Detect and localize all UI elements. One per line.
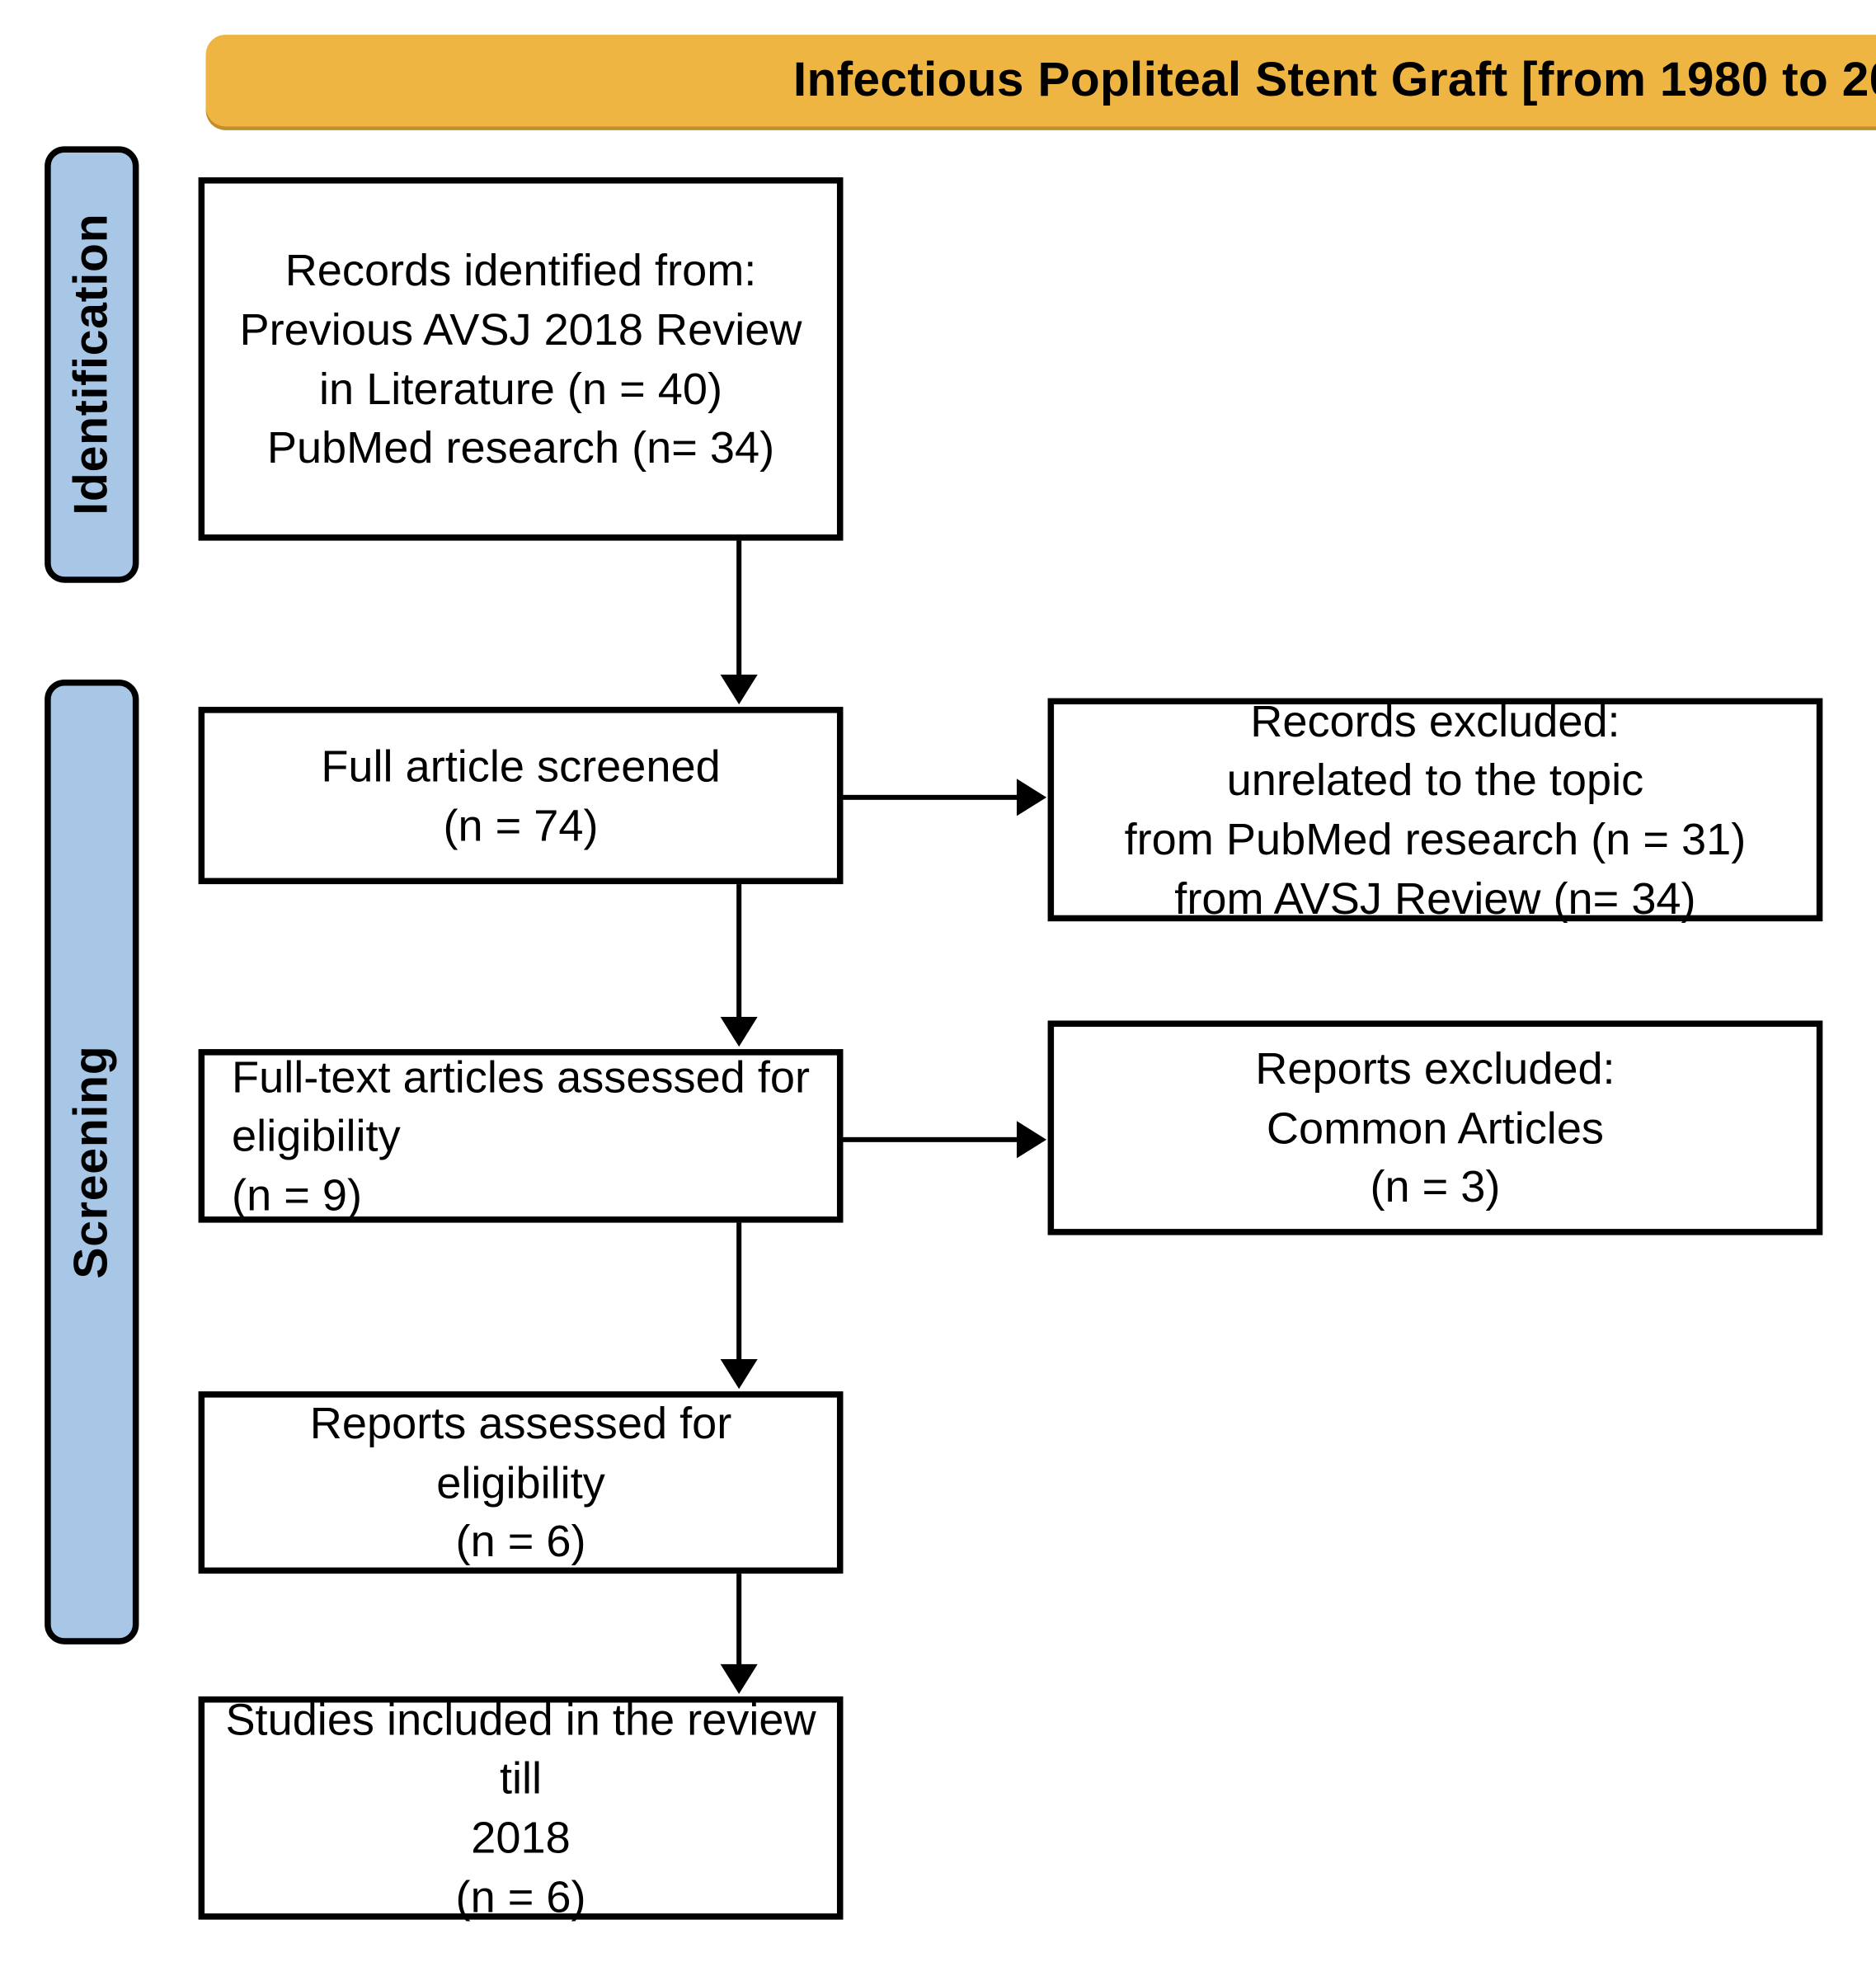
box-records-excluded-text: Records excluded: unrelated to the topic… — [1124, 695, 1747, 924]
box-full-article-screened-text: Full article screened (n = 74) — [321, 740, 721, 850]
arrow-reports-to-included-line — [736, 1574, 742, 1667]
box-full-article-screened: Full article screened (n = 74) — [198, 707, 844, 885]
stage-bar-identification: Identification — [45, 146, 139, 583]
box-fulltext-assessed: Full-text articles assessed for eligibil… — [198, 1049, 844, 1223]
arrow-screened-to-fulltext-line — [736, 884, 742, 1021]
box-fulltext-assessed-text: Full-text articles assessed for eligibil… — [232, 1051, 810, 1221]
arrow-identified-to-screened-line — [736, 540, 742, 677]
box-records-identified-text: Records identified from: Previous AVSJ 2… — [239, 244, 802, 473]
arrow-fulltext-to-excluded-head — [1016, 1121, 1047, 1159]
box-studies-included: Studies included in the review till 2018… — [198, 1694, 844, 1922]
box-reports-excluded: Reports excluded: Common Articles (n = 3… — [1047, 1020, 1823, 1235]
box-records-excluded: Records excluded: unrelated to the topic… — [1047, 695, 1823, 923]
box-reports-assessed: Reports assessed for eligibility (n = 6) — [198, 1391, 844, 1574]
arrow-reports-to-included-head — [720, 1663, 758, 1694]
box-studies-included-text: Studies included in the review till 2018… — [225, 1693, 816, 1922]
arrow-screened-to-excluded-line — [843, 794, 1021, 800]
box-reports-assessed-text: Reports assessed for eligibility (n = 6) — [309, 1397, 732, 1567]
arrow-screened-to-fulltext-head — [720, 1016, 758, 1047]
arrow-fulltext-to-excluded-line — [843, 1136, 1021, 1142]
stage-bar-screening: Screening — [45, 679, 139, 1644]
stage-label-identification: Identification — [64, 214, 118, 516]
page-title: Infectious Popliteal Stent Graft [from 1… — [792, 52, 1876, 106]
stage-label-screening: Screening — [64, 1045, 118, 1279]
box-reports-excluded-text: Reports excluded: Common Articles (n = 3… — [1255, 1042, 1615, 1212]
arrow-fulltext-to-reports-head — [720, 1358, 758, 1390]
diagram-title-banner: Infectious Popliteal Stent Graft [from 1… — [205, 35, 1876, 127]
arrow-fulltext-to-reports-line — [736, 1222, 742, 1359]
arrow-screened-to-excluded-head — [1016, 779, 1047, 816]
box-records-identified: Records identified from: Previous AVSJ 2… — [198, 177, 844, 541]
arrow-identified-to-screened-head — [720, 674, 758, 705]
